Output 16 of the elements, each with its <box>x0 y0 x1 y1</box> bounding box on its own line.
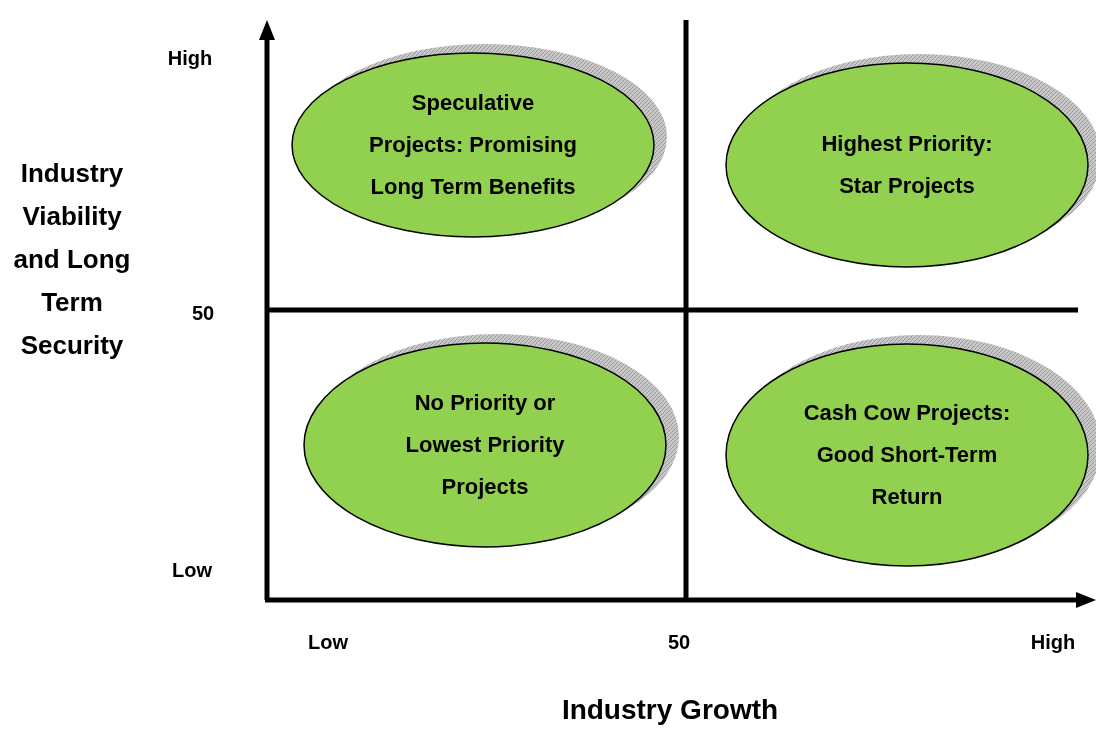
quadrant-label: Speculative Projects: Promising Long Term Benefits <box>368 89 578 201</box>
quadrant-ellipse <box>725 62 1089 268</box>
axis-tick-label: 50 <box>190 301 216 326</box>
quadrant-label: Cash Cow Projects: Good Short-Term Return <box>802 399 1012 511</box>
quadrant-label: Highest Priority: Star Projects <box>820 130 994 200</box>
axis-title: Industry Viability and Long Term Security <box>12 157 132 362</box>
axis-tick-label: 50 <box>666 630 692 655</box>
axis-title: Industry Growth <box>560 693 780 727</box>
axis-tick-label: High <box>1029 630 1077 655</box>
quadrant-ellipse <box>303 342 667 548</box>
quadrant-ellipse <box>725 343 1089 567</box>
axis-tick-label: High <box>166 46 214 71</box>
quadrant-ellipse <box>291 52 655 238</box>
axis-tick-label: Low <box>171 558 213 583</box>
quadrant-label: No Priority or Lowest Priority Projects <box>404 389 566 501</box>
axis-tick-label: Low <box>307 630 349 655</box>
